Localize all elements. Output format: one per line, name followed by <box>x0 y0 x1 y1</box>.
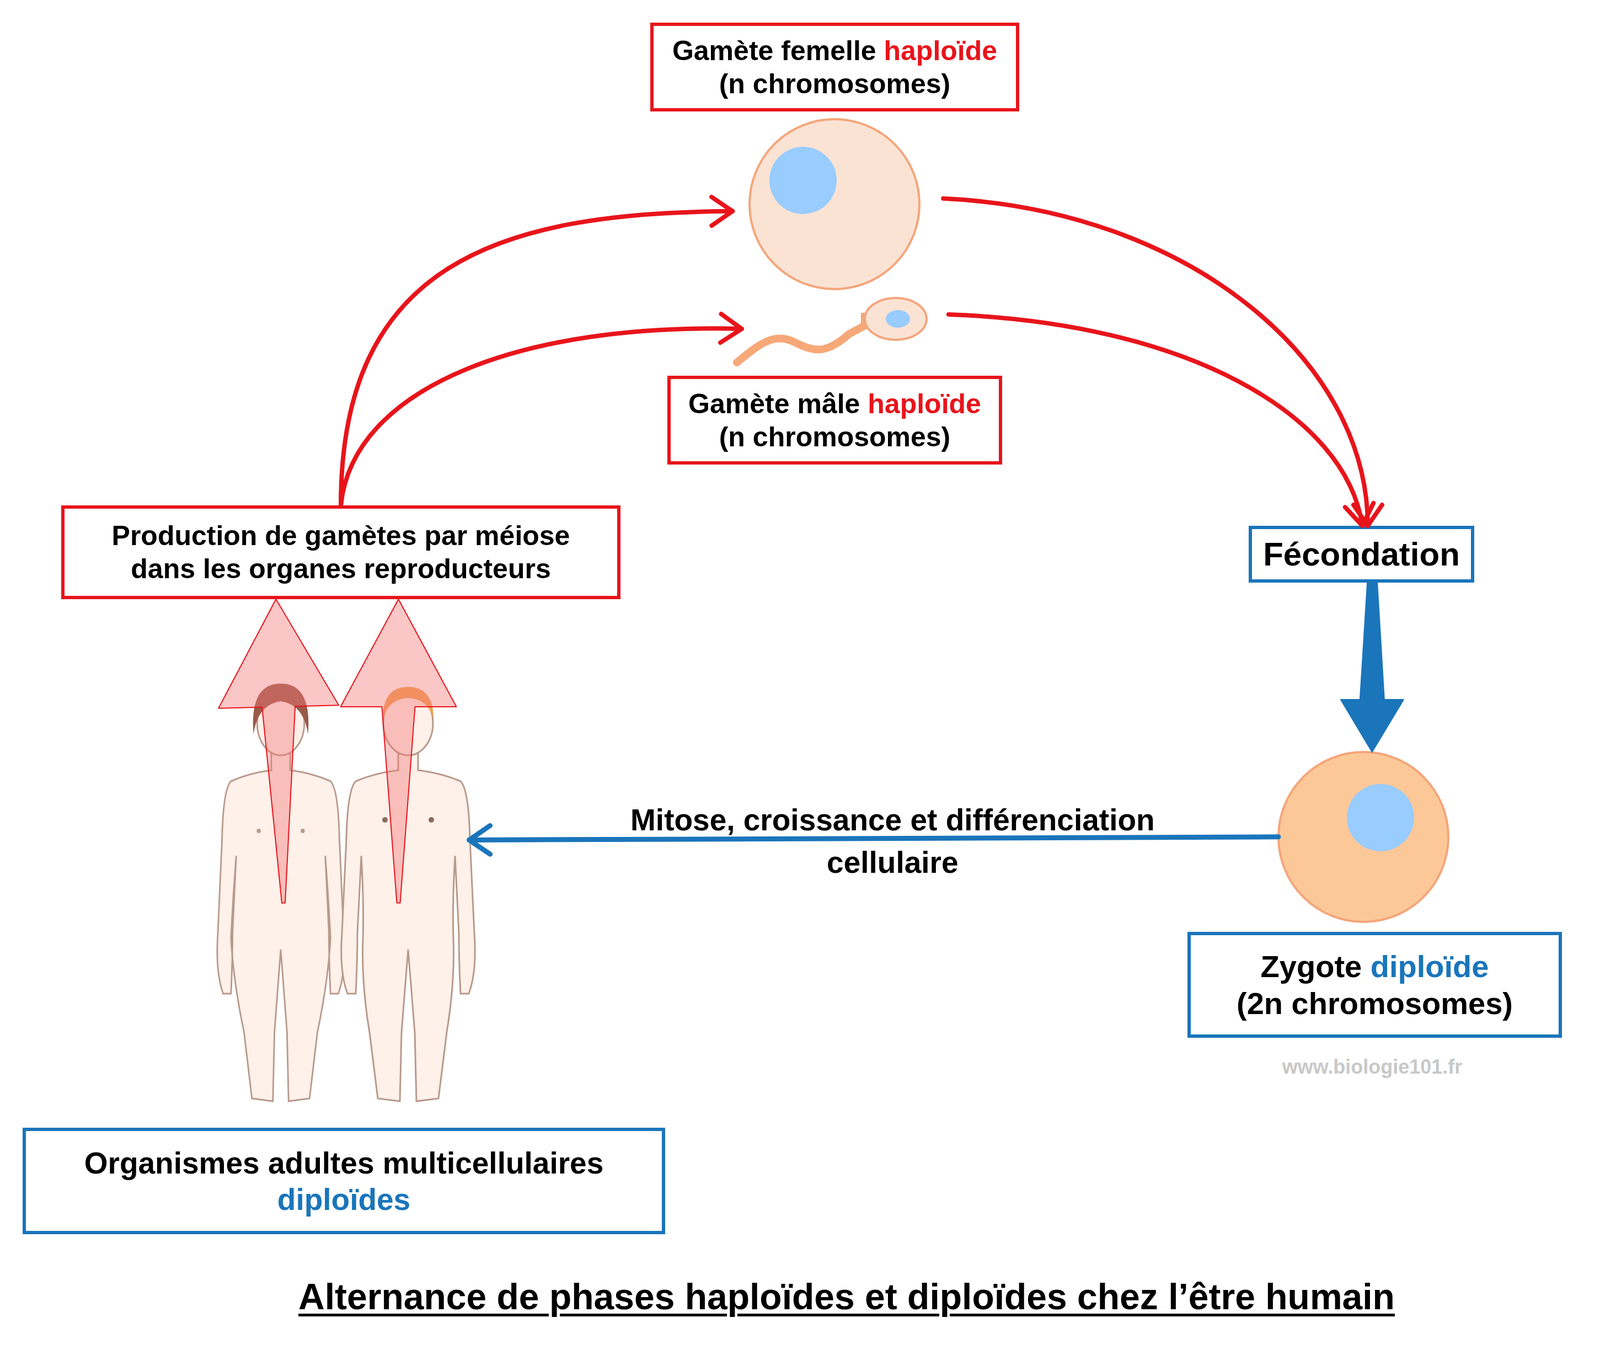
sperm-nucleus <box>885 309 911 328</box>
hair <box>382 686 434 719</box>
flow-arrow <box>943 198 1383 526</box>
text-word: mâle <box>796 388 860 420</box>
arrow-head <box>1353 504 1383 526</box>
text-word: (n <box>719 421 746 453</box>
block-arrow <box>340 598 457 903</box>
sperm-cell <box>736 297 927 363</box>
watermark: www.biologie101.fr <box>1282 1055 1463 1079</box>
organism-box: Organismes adultes multicellulaires dipl… <box>22 661 666 1234</box>
text-word: Gamète <box>672 35 774 67</box>
chest-mark <box>428 816 435 823</box>
box-text: Production de gamètes par méiose dans le… <box>111 518 571 586</box>
text-word: et <box>910 802 938 837</box>
text-word: cellulaire <box>826 844 959 880</box>
diagram-title: Alternance de phases haploïdes et diploï… <box>298 1275 1395 1318</box>
chest-mark <box>256 828 261 833</box>
arrow-head <box>469 825 491 854</box>
hair <box>253 683 309 735</box>
text-word: chromosomes) <box>752 421 951 453</box>
box-outline: Production de gamètes par méiose dans le… <box>61 505 621 599</box>
text-word: Gamète <box>688 388 790 420</box>
text-word: diploïde <box>1370 948 1490 984</box>
arrow-head <box>1345 502 1374 526</box>
gamete-box: Gamète mâle haploïde (n chromosomes) <box>667 300 1003 465</box>
text-word: Zygote <box>1260 948 1363 984</box>
sperm-head <box>864 297 927 340</box>
text-word: chromosomes) <box>1291 985 1513 1021</box>
text-word: méiose <box>474 520 570 551</box>
box-outline: Gamète mâle haploïde (n chromosomes) <box>667 375 1003 465</box>
box-text: Gamète mâle haploïde (n chromosomes) <box>688 387 982 454</box>
text-word: Production <box>111 520 258 551</box>
text-word: haploïde <box>867 388 982 420</box>
text-word: Organismes <box>84 1145 260 1180</box>
arrow-head <box>711 196 733 226</box>
box-text: Organismes adultes multicellulaires dipl… <box>84 1144 604 1218</box>
edge-label: Mitose, croissance et différenciation ce… <box>547 798 1238 884</box>
body-outline <box>217 753 345 1101</box>
tapered-arrow <box>218 598 339 903</box>
flow-arrow <box>340 313 742 506</box>
arrow-head <box>720 313 742 343</box>
chest-mark <box>382 816 388 823</box>
tapered-arrow <box>340 598 457 903</box>
text-word: différenciation <box>945 802 1155 837</box>
tapered-arrow <box>1340 582 1404 752</box>
sperm-tail <box>736 324 868 363</box>
connector-line <box>948 314 1363 526</box>
text-word: organes <box>248 553 357 585</box>
text-word: croissance <box>743 802 902 837</box>
box-outline: Organismes adultes multicellulaires dipl… <box>22 1127 666 1234</box>
text-word: de <box>264 520 297 551</box>
box-outline: Zygote diploïde (2n chromosomes) <box>1187 931 1562 1038</box>
egg-nucleus <box>769 146 837 214</box>
process-box: Fécondation <box>1248 525 1475 583</box>
text-word: reproducteurs <box>364 553 551 585</box>
block-arrow <box>1340 582 1404 752</box>
zygote-box: Zygote diploïde (2n chromosomes) <box>1187 751 1562 1038</box>
chest-mark <box>300 828 305 833</box>
box-text: Zygote diploïde (2n chromosomes) <box>1236 947 1513 1022</box>
connector-line <box>469 836 1279 840</box>
gamete-box: Gamète femelle haploïde (n chromosomes) <box>650 22 1020 293</box>
process-box: Production de gamètes par méiose dans le… <box>61 505 621 599</box>
egg-membrane <box>749 119 920 290</box>
connector-line <box>943 198 1368 526</box>
text-word: femelle <box>780 35 876 67</box>
zygote-nucleus <box>1346 783 1415 852</box>
text-word: chromosomes) <box>752 68 951 100</box>
text-word: diploïdes <box>277 1181 411 1217</box>
text-word: (2n <box>1236 985 1283 1021</box>
text-word: dans <box>130 553 196 585</box>
box-outline: Fécondation <box>1248 525 1475 583</box>
body-outline <box>341 753 476 1101</box>
flow-arrow <box>340 196 733 506</box>
connector-line <box>340 328 742 506</box>
zygote-membrane <box>1278 751 1449 922</box>
box-text: Fécondation <box>1263 534 1460 575</box>
block-arrow <box>218 598 339 903</box>
text-word: (n <box>719 68 746 100</box>
zygote-cell <box>1278 751 1449 922</box>
egg-cell <box>749 119 920 290</box>
box-outline: Gamète femelle haploïde (n chromosomes) <box>650 22 1020 112</box>
text-word: haploïde <box>884 35 998 67</box>
woman-figure <box>217 683 345 1101</box>
text-word: gamètes <box>304 520 417 551</box>
flow-arrow <box>948 314 1374 526</box>
text-word: par <box>424 520 468 551</box>
text-word: Mitose, <box>630 802 735 837</box>
text-word: multicellulaires <box>382 1145 604 1180</box>
text-word: les <box>202 553 242 585</box>
man-figure <box>341 686 476 1101</box>
connector-line <box>340 211 733 506</box>
box-text: Gamète femelle haploïde (n chromosomes) <box>672 34 998 101</box>
text-word: adultes <box>268 1145 375 1180</box>
